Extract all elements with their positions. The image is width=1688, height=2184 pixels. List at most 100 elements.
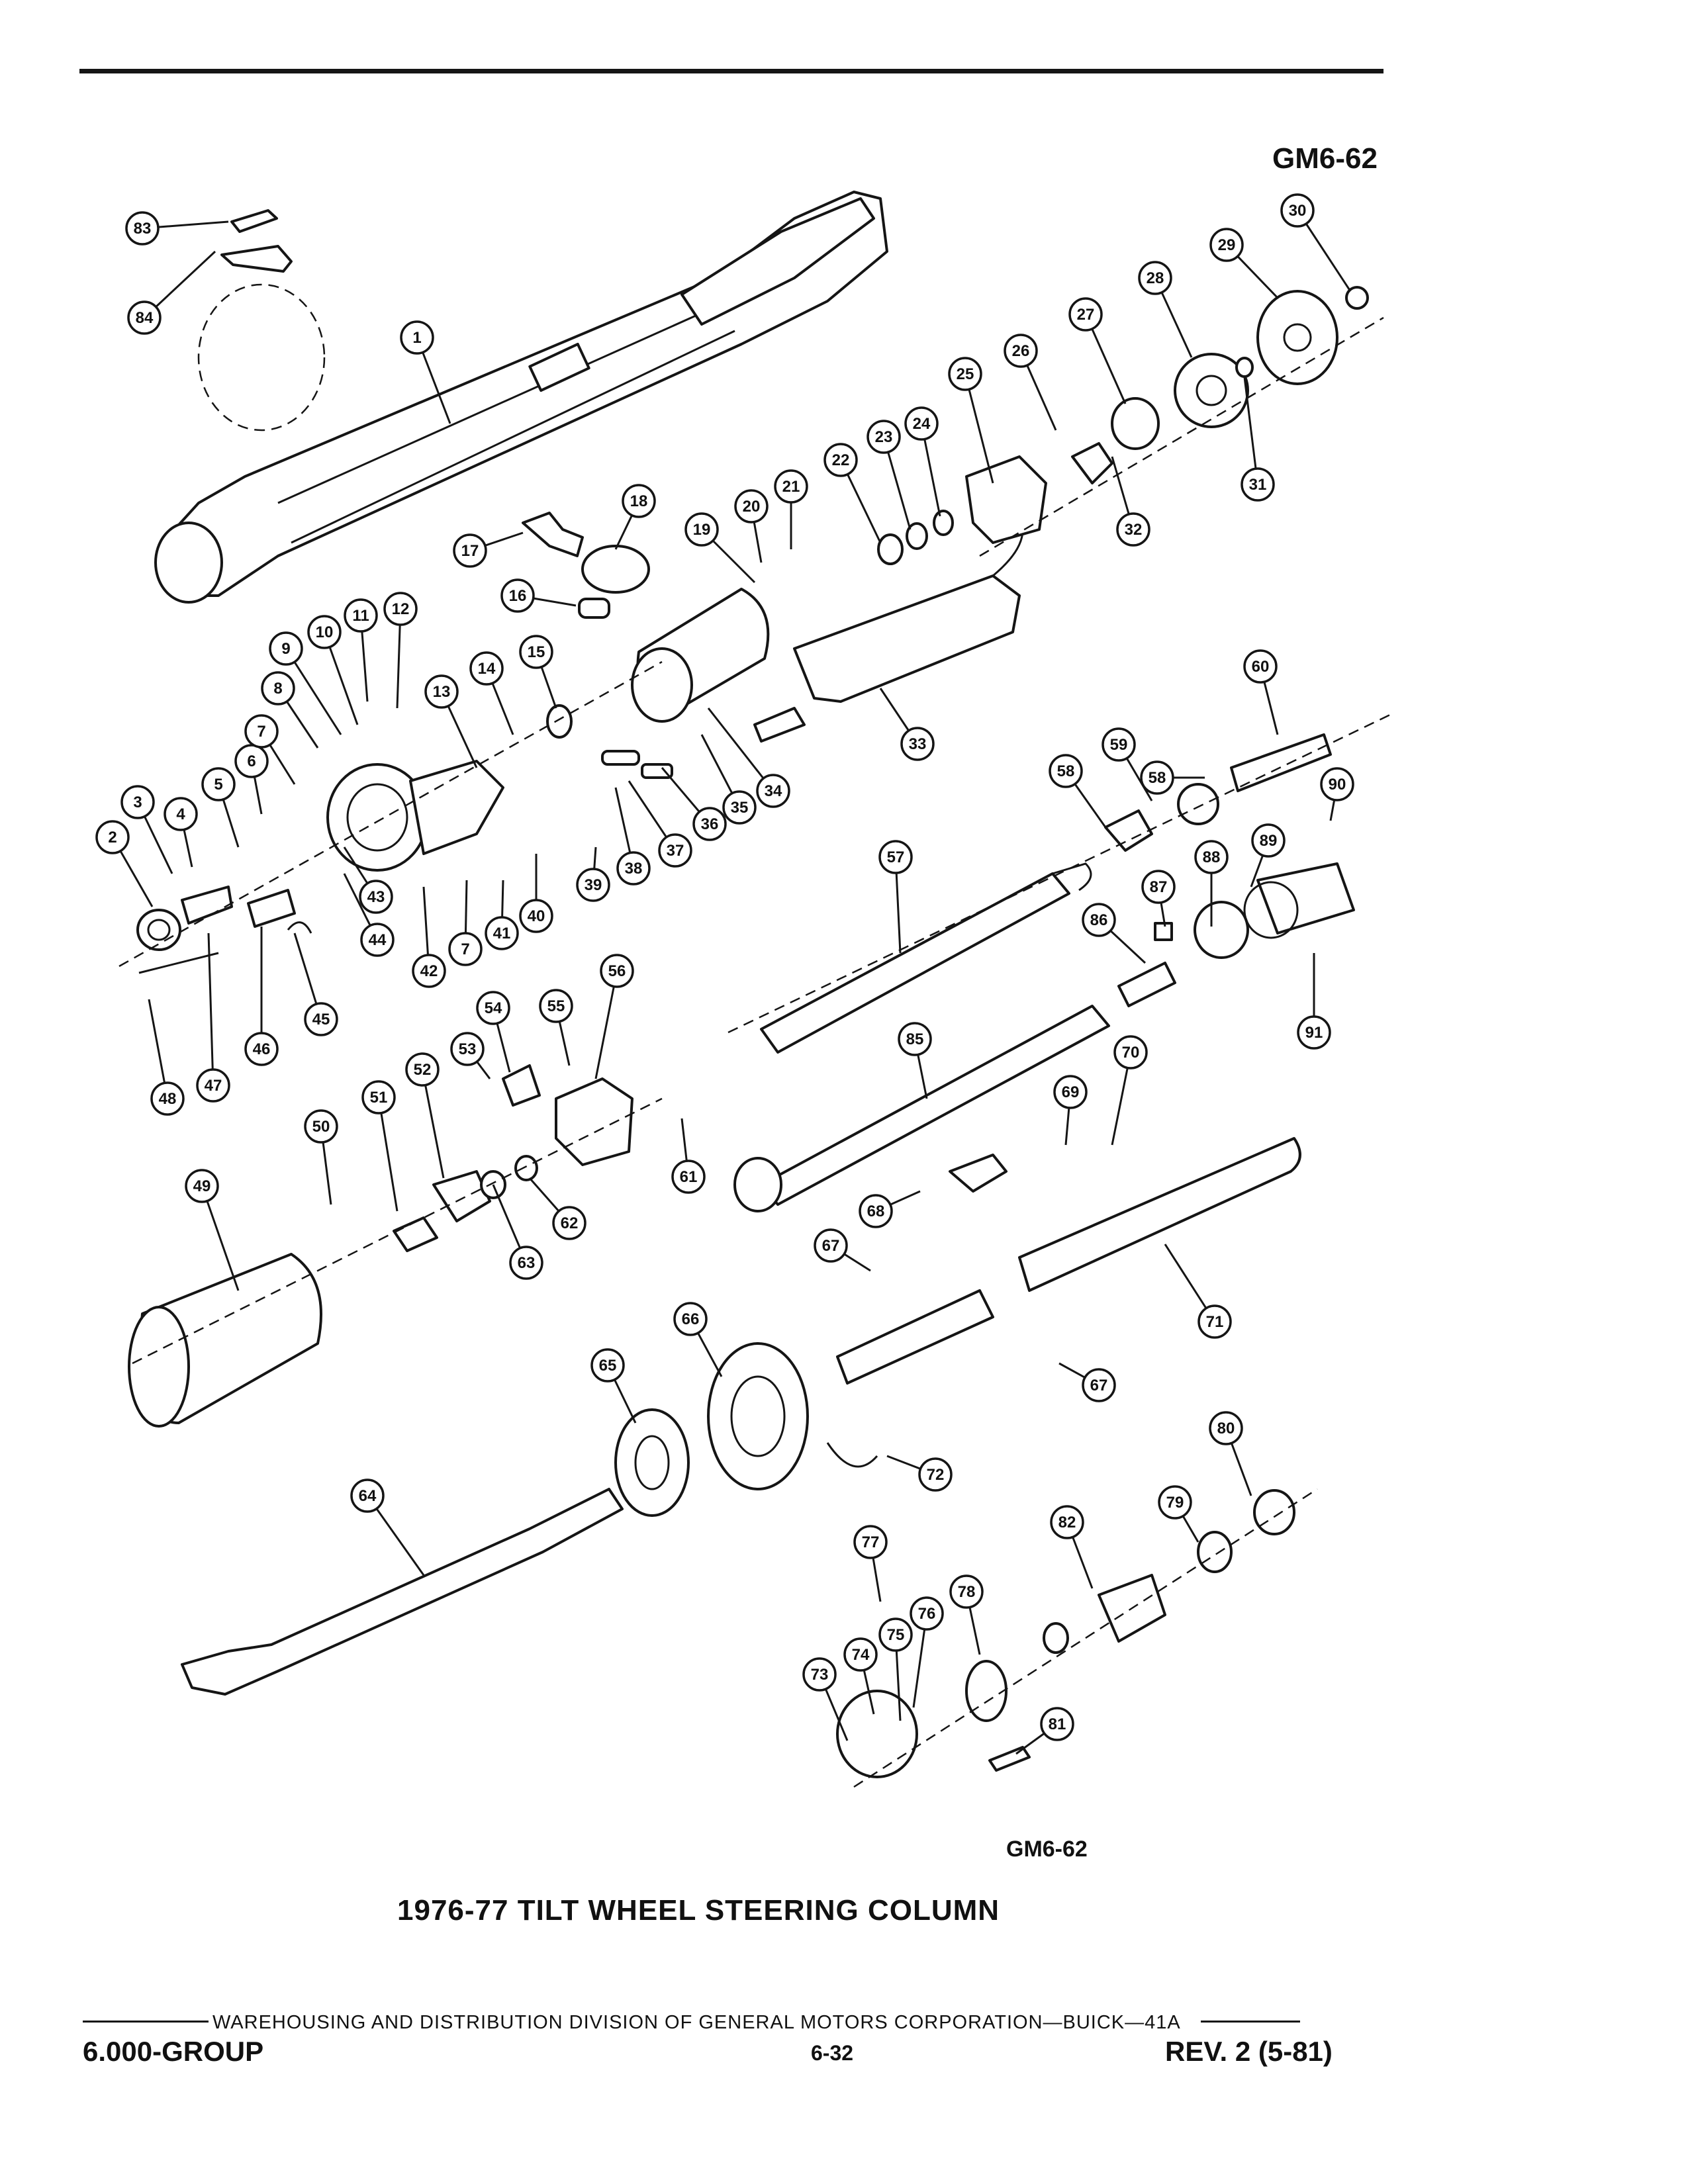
callout-circle [519,899,553,933]
callout-circle [859,1194,893,1228]
callout-number: 45 [312,1011,330,1028]
callout-38: 38 [614,787,651,886]
callout-58: 58 [1049,754,1107,828]
callout-number: 54 [485,999,502,1017]
callout-number: 76 [918,1605,936,1623]
callout-circle [734,489,769,523]
callout-number: 83 [134,220,152,238]
callout-number: 43 [367,888,385,906]
callout-39: 39 [576,846,610,902]
callout-number: 79 [1166,1494,1184,1512]
callout-78: 78 [949,1574,984,1655]
callout-number: 37 [667,842,684,860]
callout-64: 64 [350,1479,425,1576]
callout-1: 1 [400,320,451,424]
callout-circle [692,807,727,841]
callout-20: 20 [734,489,769,563]
callout-circle [622,484,656,518]
callout-circle [1194,840,1229,874]
callout-circle [1116,512,1150,547]
callout-2: 2 [95,820,154,907]
callout-circle [948,357,982,391]
callout-circle [1197,1304,1232,1339]
callout-number: 6 [247,752,256,770]
callout-87: 87 [1141,870,1176,927]
callout-circle [359,880,393,914]
callout-leader [707,707,774,792]
callout-34: 34 [707,707,790,808]
callout-61: 61 [671,1118,706,1194]
callout-37: 37 [628,780,692,868]
callout-circle [350,1479,385,1513]
lower-column-parts [181,1137,1301,1696]
callout-leader [201,1185,240,1291]
callout-circle [1297,1015,1331,1050]
callout-42: 42 [412,886,446,988]
callout-number: 42 [420,962,438,980]
callout-circle [201,767,236,801]
callout-circle [949,1574,984,1609]
callout-number: 58 [1149,769,1166,787]
callout-number: 58 [1057,762,1075,780]
callout-79: 79 [1158,1485,1199,1543]
callout-circle [843,1637,878,1672]
callout-circle [448,932,483,966]
callout-28: 28 [1138,261,1193,358]
callout-circle [261,671,295,705]
callout-circle [125,211,160,246]
callout-73: 73 [802,1657,849,1741]
callout-circle [853,1525,888,1559]
callout-number: 80 [1217,1420,1235,1437]
callout-circle [500,578,535,613]
callout-number: 48 [159,1090,177,1108]
callout-number: 34 [765,782,782,800]
callout-70: 70 [1111,1035,1148,1146]
callout-number: 33 [909,735,927,753]
callout-number: 41 [493,925,511,942]
callout-number: 23 [875,428,893,446]
callout-circle [485,916,519,950]
footer-credit: WAREHOUSING AND DISTRIBUTION DIVISION OF… [83,2012,1300,2034]
callout-circle [1140,760,1174,795]
callout-15: 15 [519,635,557,709]
footer-rule-right [1200,2020,1300,2023]
callout-82: 82 [1050,1505,1094,1589]
callout-number: 55 [547,997,565,1015]
callout-13: 13 [424,674,478,768]
callout-number: 27 [1077,306,1095,324]
callout-number: 47 [205,1077,222,1095]
callout-number: 64 [359,1487,377,1505]
callout-14: 14 [469,651,514,735]
callout-number: 50 [312,1118,330,1136]
callout-number: 19 [693,521,711,539]
callout-number: 52 [414,1061,432,1079]
callout-circle [244,714,279,749]
callout-85: 85 [898,1022,932,1099]
callout-circle [383,592,418,626]
lower-steering-shaft-part [733,862,1355,1212]
callout-circle [509,1246,543,1280]
callout-circle [823,443,858,477]
callout-circle [196,1068,230,1103]
callout-circle [756,774,790,808]
callout-circle [658,833,692,868]
callout-circle [1113,1035,1148,1069]
callout-number: 60 [1252,658,1270,676]
callout-25: 25 [948,357,994,484]
callout-circle [898,1022,932,1056]
callout-69: 69 [1053,1075,1088,1146]
callout-22: 22 [823,443,882,543]
callout-circle [1138,261,1172,295]
lock-bolt-housing-part [136,760,504,974]
callout-circle [304,1002,338,1036]
callout-number: 7 [461,940,469,958]
callout-number: 40 [528,907,545,925]
callout-number: 82 [1058,1514,1076,1531]
figure-caption: 1976-77 TILT WHEEL STEERING COLUMN [397,1894,1000,1927]
callout-23: 23 [867,420,912,530]
callout-circle [684,512,719,547]
callout-circle [234,744,269,778]
small-bracket-part [197,209,326,432]
callout-80: 80 [1209,1411,1252,1496]
